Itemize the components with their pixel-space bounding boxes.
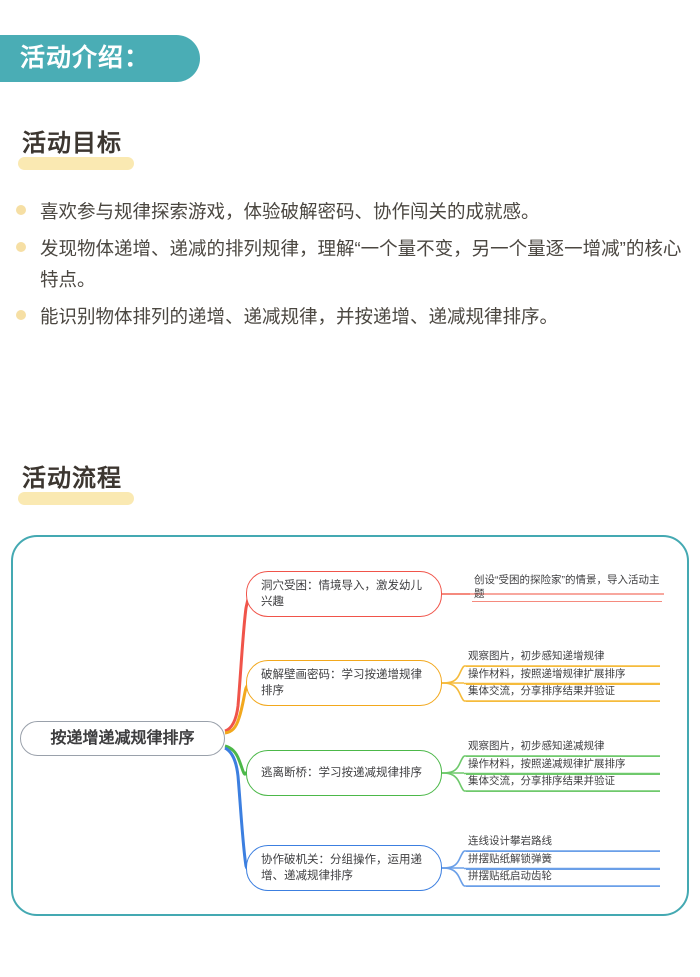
mindmap-leaf[interactable]: 拼摆贴纸解锁弹簧 [466, 849, 660, 870]
mindmap-leaf[interactable]: 操作材料，按照递减规律扩展排序 [466, 754, 660, 775]
section-heading-goal: 活动目标 [18, 130, 134, 170]
heading-highlight-bar [18, 157, 134, 170]
mindmap-leaf-label: 操作材料，按照递减规律扩展排序 [468, 757, 626, 770]
mindmap-leaf-label: 集体交流，分享排序结果并验证 [468, 685, 615, 697]
mindmap-leaf[interactable]: 集体交流，分享排序结果并验证 [466, 681, 660, 702]
section-heading-flow-text: 活动流程 [22, 465, 122, 492]
mindmap-leaf[interactable]: 创设“受困的探险家”的情景，导入活动主题 [472, 572, 662, 602]
mindmap-branch-node-1[interactable]: 洞穴受困：情境导入，激发幼儿兴趣 [246, 571, 442, 617]
mindmap-branch-label: 协作破机关：分组操作，运用递增、递减规律排序 [261, 854, 422, 882]
mindmap-branch-node-4[interactable]: 协作破机关：分组操作，运用递增、递减规律排序 [246, 845, 442, 891]
mindmap-leaf-label: 观察图片，初步感知递减规律 [468, 740, 605, 752]
mindmap-leaf-label: 连线设计攀岩路线 [468, 835, 552, 847]
mindmap-branch-label: 洞穴受困：情境导入，激发幼儿兴趣 [261, 580, 422, 608]
mindmap-leaf-label: 创设“受困的探险家”的情景，导入活动主题 [474, 574, 660, 600]
mindmap-leaf[interactable]: 观察图片，初步感知递增规律 [466, 646, 660, 667]
mindmap-leaf-label: 拼摆贴纸启动齿轮 [468, 870, 552, 882]
section-heading-goal-text: 活动目标 [22, 130, 122, 157]
mindmap-root-label: 按递增递减规律排序 [50, 729, 195, 747]
mindmap-leaf-label: 拼摆贴纸解锁弹簧 [468, 852, 552, 865]
mindmap-leaf[interactable]: 连线设计攀岩路线 [466, 831, 660, 852]
intro-banner: 活动介绍： [0, 35, 200, 82]
mindmap-branch-label: 破解壁画密码：学习按递增规律排序 [261, 669, 422, 697]
goal-text: 能识别物体排列的递增、递减规律，并按递增、递减规律排序。 [40, 306, 559, 327]
mindmap-leaf[interactable]: 集体交流，分享排序结果并验证 [466, 771, 660, 792]
mindmap-leaf-label: 观察图片，初步感知递增规律 [468, 650, 605, 662]
bullet-dot-icon [16, 310, 26, 320]
mindmap-leaf[interactable]: 操作材料，按照递增规律扩展排序 [466, 664, 660, 685]
bullet-dot-icon [16, 242, 26, 252]
section-heading-flow: 活动流程 [18, 465, 134, 505]
mindmap-branch-label: 逃离断桥：学习按递减规律排序 [261, 767, 422, 779]
goal-text: 喜欢参与规律探索游戏，体验破解密码、协作闯关的成就感。 [40, 201, 540, 222]
mindmap-branch-node-3[interactable]: 逃离断桥：学习按递减规律排序 [246, 750, 442, 796]
mindmap-container [11, 535, 689, 916]
mindmap-leaf[interactable]: 拼摆贴纸启动齿轮 [466, 866, 660, 887]
mindmap-root-node[interactable]: 按递增递减规律排序 [20, 721, 225, 756]
heading-highlight-bar [18, 492, 134, 505]
bullet-dot-icon [16, 205, 26, 215]
list-item: 喜欢参与规律探索游戏，体验破解密码、协作闯关的成就感。 [14, 196, 690, 227]
mindmap-leaf-label: 集体交流，分享排序结果并验证 [468, 775, 615, 787]
goal-text: 发现物体递增、递减的排列规律，理解“一个量不变，另一个量逐一增减”的核心特点。 [40, 238, 682, 290]
mindmap-branch-node-2[interactable]: 破解壁画密码：学习按递增规律排序 [246, 660, 442, 706]
mindmap-leaf-label: 操作材料，按照递增规律扩展排序 [468, 667, 626, 680]
mindmap-leaf[interactable]: 观察图片，初步感知递减规律 [466, 736, 660, 757]
list-item: 能识别物体排列的递增、递减规律，并按递增、递减规律排序。 [14, 301, 690, 332]
intro-banner-title: 活动介绍： [20, 44, 151, 72]
list-item: 发现物体递增、递减的排列规律，理解“一个量不变，另一个量逐一增减”的核心特点。 [14, 233, 690, 295]
goal-list: 喜欢参与规律探索游戏，体验破解密码、协作闯关的成就感。 发现物体递增、递减的排列… [14, 196, 690, 338]
